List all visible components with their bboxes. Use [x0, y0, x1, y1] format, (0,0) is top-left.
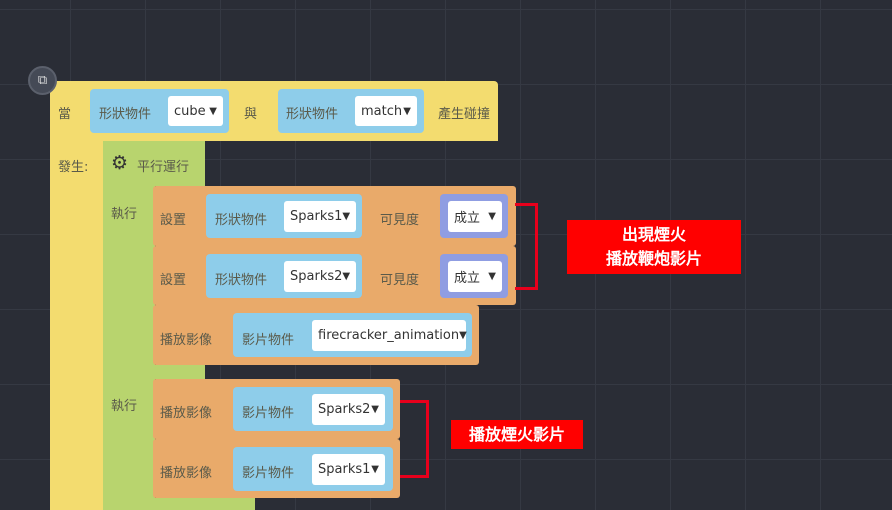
video-dropdown[interactable]: Sparks1▼: [312, 454, 385, 485]
when-label: 當: [58, 107, 72, 122]
dropdown-value: cube: [174, 103, 206, 119]
object-dropdown[interactable]: Sparks2▼: [284, 261, 356, 292]
happen-label: 發生:: [58, 160, 89, 175]
visibility-label: 可見度: [380, 213, 420, 228]
parallel-block-divider: [153, 365, 205, 379]
chevron-down-icon: ▼: [459, 330, 467, 341]
object-dropdown-1[interactable]: cube▼: [168, 96, 223, 126]
annotation-note-2: 播放煙火影片: [451, 420, 583, 449]
note-text: 播放煙火影片: [468, 424, 565, 444]
annotation-bracket-2: [400, 400, 429, 478]
parallel-block-bottom: [153, 498, 255, 510]
note-line-2: 播放鞭炮影片: [605, 249, 702, 268]
event-block-body: [50, 141, 103, 510]
play-video-label: 播放影像: [160, 466, 213, 481]
chevron-down-icon: ▼: [488, 271, 496, 282]
play-video-label: 播放影像: [160, 406, 213, 421]
copy-button[interactable]: ⧉: [28, 66, 57, 95]
execute-label-2: 執行: [111, 399, 138, 414]
visibility-label: 可見度: [380, 273, 420, 288]
chevron-down-icon: ▼: [371, 464, 379, 475]
gear-icon[interactable]: ⚙: [111, 152, 129, 174]
set-label: 設置: [160, 273, 187, 288]
chevron-down-icon: ▼: [209, 105, 217, 117]
dropdown-value: 成立: [454, 211, 481, 226]
dropdown-value: Sparks1: [290, 209, 343, 224]
video-dropdown[interactable]: firecracker_animation▼: [312, 320, 467, 351]
parallel-run-block[interactable]: [103, 141, 205, 186]
video-dropdown[interactable]: Sparks2▼: [312, 394, 385, 425]
chevron-down-icon: ▼: [342, 211, 351, 222]
parallel-label: 平行運行: [137, 160, 190, 175]
shape-object-label: 形狀物件: [215, 213, 268, 228]
dropdown-value: match: [361, 103, 403, 119]
boolean-dropdown[interactable]: 成立 ▼: [448, 261, 502, 292]
video-object-label: 影片物件: [242, 466, 295, 481]
shape-object-label: 形狀物件: [99, 107, 152, 122]
shape-object-label: 形狀物件: [286, 107, 339, 122]
parallel-block-body: [103, 186, 155, 510]
execute-label-1: 執行: [111, 207, 138, 222]
copy-icon: ⧉: [37, 73, 48, 88]
annotation-note-1: 出現煙火 播放鞭炮影片: [567, 220, 741, 274]
dropdown-value: Sparks2: [290, 269, 343, 284]
object-dropdown[interactable]: Sparks1▼: [284, 201, 356, 232]
dropdown-value: 成立: [454, 271, 481, 286]
dropdown-value: Sparks1: [318, 462, 371, 477]
and-label: 與: [244, 107, 258, 122]
chevron-down-icon: ▼: [342, 271, 351, 282]
dropdown-value: Sparks2: [318, 402, 371, 417]
collide-label: 產生碰撞: [438, 107, 491, 122]
note-line-1: 出現煙火: [621, 225, 686, 244]
shape-object-label: 形狀物件: [215, 273, 268, 288]
chevron-down-icon: ▼: [371, 404, 379, 415]
annotation-bracket-1: [515, 203, 538, 290]
set-label: 設置: [160, 213, 187, 228]
object-dropdown-2[interactable]: match▼: [355, 96, 417, 126]
video-object-label: 影片物件: [242, 406, 295, 421]
chevron-down-icon: ▼: [403, 105, 411, 117]
play-video-label: 播放影像: [160, 333, 213, 348]
dropdown-value: firecracker_animation: [318, 328, 460, 343]
video-object-label: 影片物件: [242, 333, 295, 348]
boolean-dropdown[interactable]: 成立 ▼: [448, 201, 502, 232]
chevron-down-icon: ▼: [488, 211, 496, 222]
